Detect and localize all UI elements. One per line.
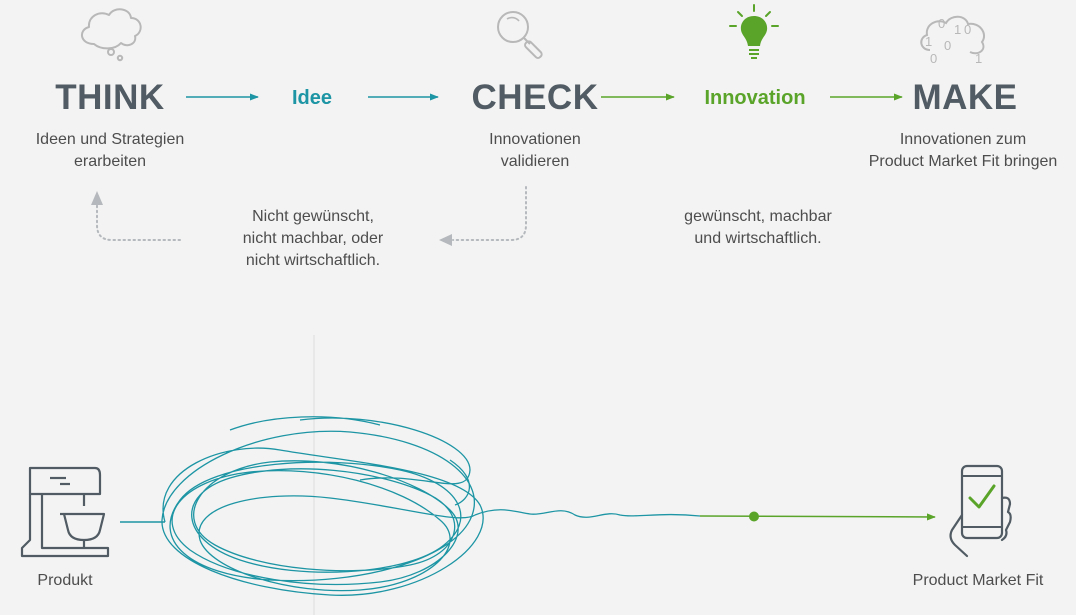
feedback-loop-dotted-arrows xyxy=(96,186,527,241)
binary-cloud-icon xyxy=(920,15,986,55)
stand-mixer-icon xyxy=(20,466,110,558)
binary-digit: 0 xyxy=(930,51,938,66)
think-description: Ideen und Strategien erarbeiten xyxy=(35,131,185,170)
check-description: Innovationen validieren xyxy=(489,131,581,170)
lightbulb-icon xyxy=(729,4,779,59)
binary-digit: 0 xyxy=(944,38,952,53)
reject-note: Nicht gewünscht, nicht machbar, oder nic… xyxy=(242,208,384,269)
binary-digit: 1 xyxy=(925,34,933,49)
feedback-arrowhead-left xyxy=(439,234,452,246)
check-title: CHECK xyxy=(471,78,599,117)
produkt-label: Produkt xyxy=(37,572,93,589)
product-market-fit-label: Product Market Fit xyxy=(912,572,1044,589)
innovation-label: Innovation xyxy=(704,87,806,109)
thought-cloud-icon xyxy=(81,8,142,62)
accept-note: gewünscht, machbar und wirtschaftlich. xyxy=(684,208,832,247)
magnifier-icon xyxy=(497,11,543,59)
make-title: MAKE xyxy=(912,78,1018,117)
feedback-arrowhead-up xyxy=(91,191,103,205)
idea-label: Idee xyxy=(291,87,333,109)
binary-digit: 0 xyxy=(964,22,972,37)
binary-digit: 0 xyxy=(938,16,946,31)
smartphone-check-icon xyxy=(949,464,1012,558)
binary-digit: 1 xyxy=(954,22,962,37)
binary-digit: 1 xyxy=(975,51,983,66)
make-description: Innovationen zum Product Market Fit brin… xyxy=(868,131,1058,170)
tangled-process-line xyxy=(120,416,936,596)
think-title: THINK xyxy=(55,78,165,117)
